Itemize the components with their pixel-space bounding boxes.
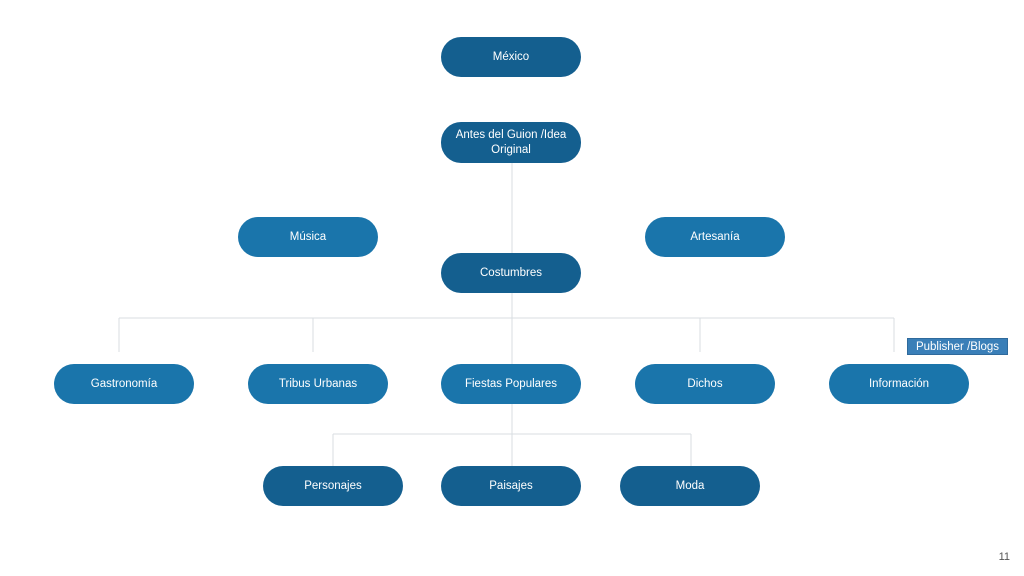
node-moda-label: Moda — [675, 479, 705, 492]
node-personajes-label: Personajes — [304, 479, 362, 492]
node-paisajes[interactable]: Paisajes — [441, 466, 581, 506]
node-costumbres-label: Costumbres — [480, 266, 542, 279]
page-number: 11 — [998, 551, 1010, 563]
node-gastronomia[interactable]: Gastronomía — [54, 364, 194, 404]
publisher-blogs-tag: Publisher /Blogs — [907, 338, 1008, 355]
node-personajes[interactable]: Personajes — [263, 466, 403, 506]
node-gastronomia-label: Gastronomía — [90, 377, 158, 390]
node-informacion[interactable]: Información — [829, 364, 969, 404]
node-tribus-label: Tribus Urbanas — [278, 377, 358, 390]
node-tribus-urbanas[interactable]: Tribus Urbanas — [248, 364, 388, 404]
node-dichos-label: Dichos — [687, 377, 723, 390]
node-artesania[interactable]: Artesanía — [645, 217, 785, 257]
publisher-blogs-label: Publisher /Blogs — [915, 340, 1000, 353]
node-fiestas-label: Fiestas Populares — [464, 377, 558, 390]
node-antes-del-guion[interactable]: Antes del Guion /Idea Original — [441, 122, 581, 163]
node-mexico-label: México — [492, 50, 530, 63]
node-antes-label-line1: Antes del Guion /Idea — [455, 128, 567, 141]
node-fiestas-populares[interactable]: Fiestas Populares — [441, 364, 581, 404]
node-artesania-label: Artesanía — [690, 230, 740, 243]
node-musica-label: Música — [289, 230, 327, 243]
node-moda[interactable]: Moda — [620, 466, 760, 506]
node-mexico[interactable]: México — [441, 37, 581, 77]
node-costumbres[interactable]: Costumbres — [441, 253, 581, 293]
node-informacion-label: Información — [868, 377, 930, 390]
node-musica[interactable]: Música — [238, 217, 378, 257]
node-dichos[interactable]: Dichos — [635, 364, 775, 404]
node-paisajes-label: Paisajes — [489, 479, 533, 492]
node-antes-label-line2: Original — [491, 143, 531, 156]
